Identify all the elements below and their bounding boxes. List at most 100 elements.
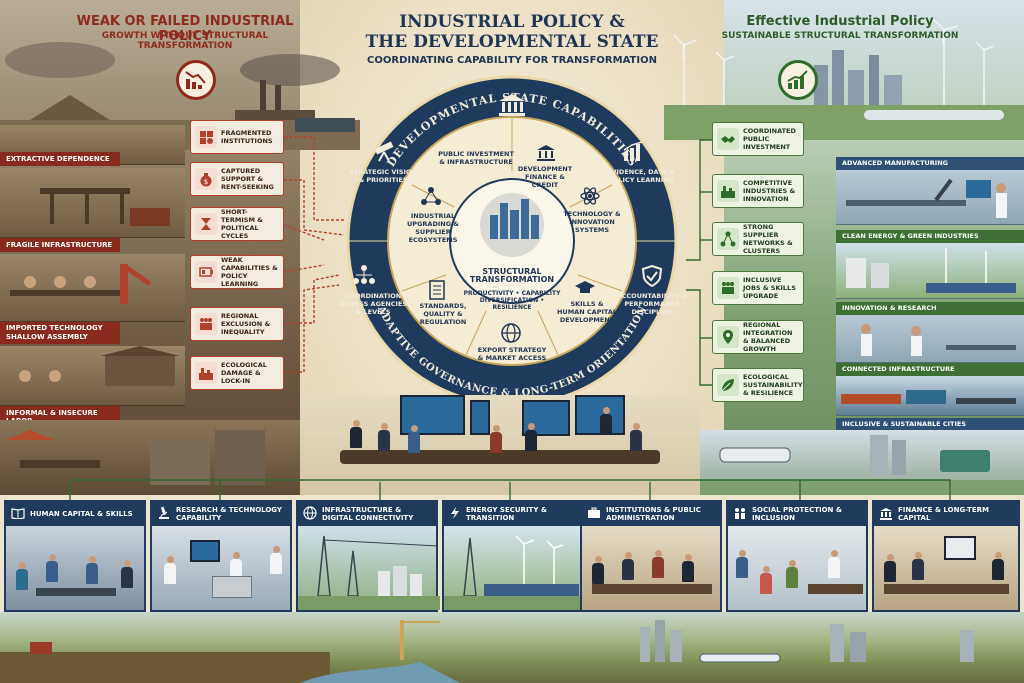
panel-human-capital: HUMAN CAPITAL & SKILLS: [4, 500, 146, 612]
person: [490, 425, 502, 453]
growth-chart-badge: [778, 60, 818, 100]
bar-chart-icon: [623, 141, 643, 161]
data-screen: [470, 400, 490, 435]
inner-item-standards: STANDARDS, QUALITY & REGULATION: [419, 302, 467, 326]
briefcase-icon: [587, 507, 601, 521]
inner-item-export-strategy: EXPORT STRATEGY & MARKET ACCESS: [477, 346, 547, 362]
panel-scene: [298, 526, 440, 610]
inner-item-public-investment: PUBLIC INVESTMENT & INFRASTRUCTURE: [438, 150, 514, 166]
outcome-inclusive-jobs: INCLUSIVE JOBS & SKILLS UPGRADE: [712, 271, 804, 305]
foundation-connectors: [69, 479, 951, 500]
microscope-icon: [157, 506, 171, 522]
effective-industry-scenery: [664, 17, 1024, 140]
failed-policy-subtitle: GROWTH WITHOUT STRUCTURAL TRANSFORMATION: [101, 31, 269, 51]
scene-label-innovation: INNOVATION & RESEARCH: [836, 302, 1024, 315]
scene-label-infrastructure: FRAGILE INFRASTRUCTURE: [0, 238, 120, 252]
globe-icon: [303, 506, 317, 522]
factory-icon: [195, 362, 217, 384]
outcome-competitive-industries: COMPETITIVE INDUSTRIES & INNOVATION: [712, 174, 804, 208]
person: [630, 423, 642, 451]
outcome-label: STRONG SUPPLIER NETWORKS & CLUSTERS: [743, 223, 793, 255]
outcome-label: COORDINATED PUBLIC INVESTMENT: [743, 127, 796, 151]
person: [408, 425, 420, 453]
inner-item-industrial-upgrading: INDUSTRIAL UPGRADING & SUPPLIER ECOSYSTE…: [407, 212, 459, 244]
outcome-label: INCLUSIVE JOBS & SKILLS UPGRADE: [743, 276, 796, 300]
lightning-icon: [449, 506, 461, 522]
inner-item-development-finance: DEVELOPMENT FINANCE & CREDIT: [517, 165, 573, 189]
person: [378, 423, 390, 451]
person: [525, 423, 537, 451]
scene-label-inclusive-cities: INCLUSIVE & SUSTAINABLE CITIES: [836, 418, 1024, 431]
growth-chart-icon: [787, 70, 808, 89]
battery-low-icon: [195, 261, 217, 283]
factory-icon: [717, 180, 739, 202]
issue-fragmented-institutions: FRAGMENTED INSTITUTIONS: [190, 120, 284, 154]
issue-label: FRAGMENTED INSTITUTIONS: [221, 129, 273, 145]
checklist-icon: [429, 280, 445, 300]
panel-label: ENERGY SECURITY & TRANSITION: [466, 506, 547, 522]
org-chart-icon: [353, 265, 375, 284]
network-icon: [717, 228, 739, 250]
people-icon: [195, 313, 217, 335]
panel-scene: [874, 526, 1018, 610]
outcome-label: REGIONAL INTEGRATION & BALANCED GROWTH: [743, 321, 793, 353]
svg-text:$: $: [204, 178, 208, 186]
main-title-line1: INDUSTRIAL POLICY &: [399, 12, 625, 32]
handshake-icon: [717, 128, 739, 150]
money-bag-icon: $: [195, 168, 217, 190]
panel-label: FINANCE & LONG-TERM CAPITAL: [898, 506, 989, 522]
panel-scene: [444, 526, 586, 610]
scene-label-advanced-manufacturing: ADVANCED MANUFACTURING: [836, 157, 1024, 170]
leaf-icon: [717, 374, 739, 396]
scene-label-imported-tech: IMPORTED TECHNOLOGY: [6, 324, 103, 332]
ring-item-accountability: ACCOUNTABILITY & PERFORMANCE DISCIPLINE: [616, 292, 688, 316]
panel-energy: ENERGY SECURITY & TRANSITION: [442, 500, 586, 612]
globe-icon: [501, 323, 521, 343]
bottom-landscape: [0, 612, 1024, 683]
core-subtitle: PRODUCTIVITY • CAPABILITY DIVERSIFICATIO…: [463, 290, 561, 311]
panel-label: INFRASTRUCTURE & DIGITAL CONNECTIVITY: [322, 506, 414, 522]
issue-ecological-damage: ECOLOGICAL DAMAGE & LOCK-IN: [190, 356, 284, 390]
bank-icon: [879, 507, 893, 522]
outcome-regional-integration: REGIONAL INTEGRATION & BALANCED GROWTH: [712, 320, 804, 354]
issue-label: REGIONAL EXCLUSION & INEQUALITY: [221, 312, 271, 336]
ring-item-strategic-vision: STRATEGIC VISION & PRIORITIES: [349, 168, 417, 184]
decline-chart-badge: [176, 60, 216, 100]
effective-policy-title: Effective Industrial Policy: [746, 14, 934, 29]
scene-imported-tech: [0, 254, 185, 322]
scene-label-connected-infrastructure: CONNECTED INFRASTRUCTURE: [836, 363, 1024, 376]
success-arrows: [686, 139, 712, 386]
issue-label: WEAK CAPABILITIES & POLICY LEARNING: [221, 256, 278, 288]
panel-social-protection: SOCIAL PROTECTION & INCLUSION: [726, 500, 868, 612]
scene-connected-infrastructure: [836, 376, 1024, 416]
scene-clean-energy: [836, 243, 1024, 299]
scene-inclusive-cities: [700, 430, 1024, 495]
coordination-meeting-scene: [300, 395, 700, 495]
panel-infrastructure: INFRASTRUCTURE & DIGITAL CONNECTIVITY: [296, 500, 440, 612]
person: [350, 420, 362, 448]
effective-policy-subtitle: SUSTAINABLE STRUCTURAL TRANSFORMATION: [721, 31, 959, 41]
outcome-label: ECOLOGICAL SUSTAINABILITY & RESILIENCE: [743, 373, 803, 397]
network-icon: [421, 187, 441, 205]
developmental-state-wheel: [346, 75, 678, 407]
outcome-coordinated-investment: COORDINATED PUBLIC INVESTMENT: [712, 122, 804, 156]
scene-advanced-manufacturing: [836, 170, 1024, 225]
scene-infrastructure: [0, 168, 185, 238]
panel-research: RESEARCH & TECHNOLOGY CAPABILITY: [150, 500, 292, 612]
inner-item-technology: TECHNOLOGY & INNOVATION SYSTEMS: [563, 210, 621, 234]
issue-label: SHORT-TERMISM & POLITICAL CYCLES: [221, 208, 263, 240]
issue-label: ECOLOGICAL DAMAGE & LOCK-IN: [221, 361, 267, 385]
scene-label-informal-labor: INFORMAL & INSECURE LABOR: [0, 406, 120, 425]
person: [600, 407, 612, 435]
graduation-cap-icon: [575, 281, 595, 293]
people-icon: [717, 277, 739, 299]
decline-chart-icon: [185, 71, 206, 89]
meeting-table: [340, 450, 660, 464]
shield-check-icon: [641, 264, 663, 288]
scene-informal-market: [0, 420, 300, 495]
telescope-icon: [374, 141, 394, 162]
ring-item-coordination: COORDINATION ACROSS AGENCIES & LEVELS: [338, 292, 408, 316]
scene-innovation: [836, 315, 1024, 363]
bank-icon: [499, 94, 525, 116]
panel-finance: FINANCE & LONG-TERM CAPITAL: [872, 500, 1020, 612]
